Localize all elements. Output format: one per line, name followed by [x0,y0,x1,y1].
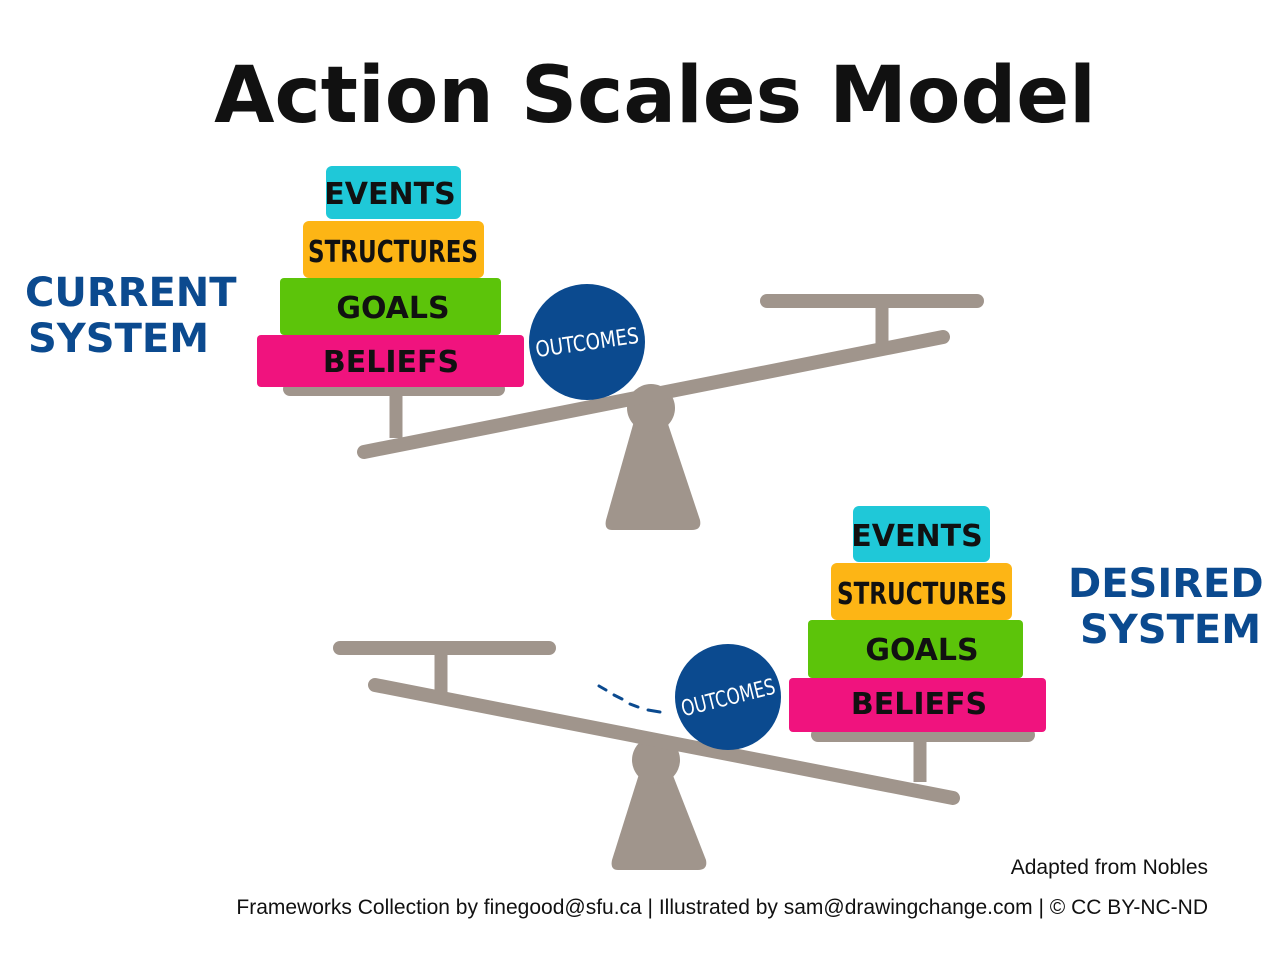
goals-block [808,620,1023,678]
goals-label: GOALS [865,633,978,668]
current-scale: EVENTS STRUCTURES GOALS BELIEFS OUTCOMES [257,166,984,530]
outcomes-ball [675,644,781,750]
beliefs-label: BELIEFS [323,345,459,380]
events-block [853,506,990,562]
goals-block [280,278,501,335]
events-label: EVENTS [851,519,982,554]
fulcrum [611,755,707,870]
beliefs-block [257,335,524,387]
beam [368,678,960,805]
events-label: EVENTS [324,177,455,212]
desired-label-line1: DESIRED [1068,561,1264,607]
diagram-title: Action Scales Model [214,51,1096,141]
current-system-label: CURRENT SYSTEM [25,270,237,362]
beliefs-block [789,678,1046,732]
beam [357,330,950,459]
adapted-credit: Adapted from Nobles [1010,856,1208,879]
structures-block [303,221,484,278]
footer-credit: Frameworks Collection by finegood@sfu.ca… [236,896,1208,919]
beliefs-label: BELIEFS [851,687,987,722]
current-label-line2: SYSTEM [28,316,209,362]
outcomes-ball [529,284,645,400]
structures-label: STRUCTURES [308,235,478,270]
structures-block [831,563,1012,620]
motion-dashes [597,684,662,714]
goals-label: GOALS [336,291,449,326]
desired-scale: EVENTS STRUCTURES GOALS BELIEFS OUTCOMES [333,506,1046,870]
desired-label-line2: SYSTEM [1080,607,1261,653]
current-label-line1: CURRENT [25,270,237,316]
events-block [326,166,461,219]
desired-system-label: DESIRED SYSTEM [1068,561,1264,653]
structures-label: STRUCTURES [837,577,1007,612]
fulcrum [605,400,701,530]
